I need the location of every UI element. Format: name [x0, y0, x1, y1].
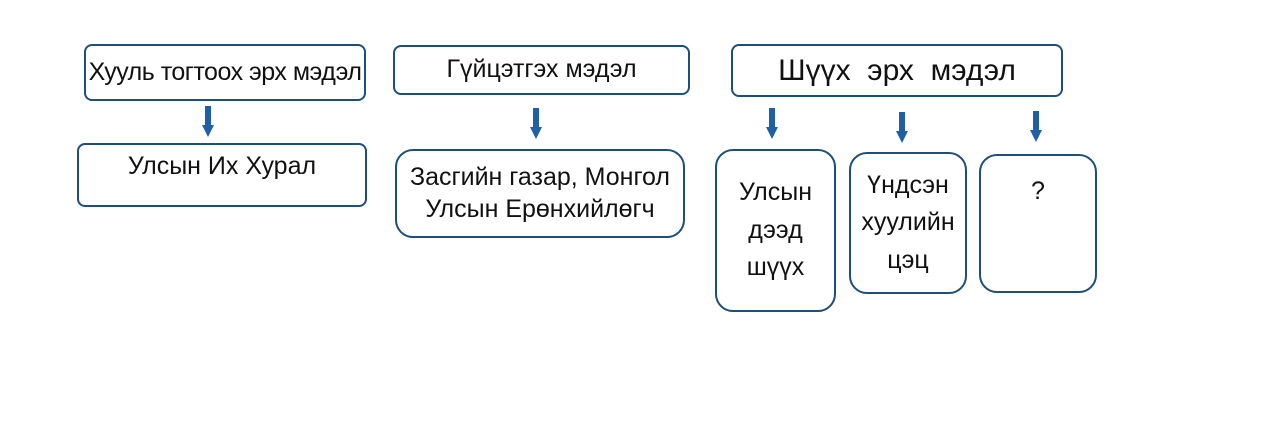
arrow-down-icon: [766, 108, 778, 140]
judicial-child-unknown-box: ?: [979, 154, 1097, 293]
legislative-child-label: Улсын Их Хурал: [127, 152, 317, 180]
arrow-down-icon: [202, 106, 214, 138]
supreme-court-line1: Улсын: [738, 178, 813, 207]
executive-header-label: Гүйцэтгэх мэдэл: [446, 55, 637, 84]
supreme-court-line3: шүүх: [746, 253, 805, 282]
judicial-header-box: Шүүх эрх мэдэл: [731, 44, 1063, 97]
legislative-header-label: Хууль тогтоох эрх мэдэл: [88, 57, 362, 86]
arrow-down-icon: [1030, 111, 1042, 143]
legislative-child-box: Улсын Их Хурал: [77, 143, 367, 207]
executive-child-label-line1: Засгийн газар, Монгол: [410, 163, 670, 192]
constitutional-court-line1: Үндсэн: [867, 170, 949, 199]
arrow-down-icon: [896, 112, 908, 144]
legislative-header-box: Хууль тогтоох эрх мэдэл: [84, 44, 366, 101]
executive-child-box: Засгийн газар, Монгол Улсын Ерөнхийлөгч: [395, 149, 685, 238]
judicial-child-supreme-court-box: Улсын дээд шүүх: [715, 149, 836, 312]
unknown-label: ?: [1031, 177, 1045, 205]
judicial-child-constitutional-court-box: Үндсэн хуулийн цэц: [849, 152, 967, 294]
constitutional-court-line2: хуулийн: [861, 208, 955, 237]
judicial-header-label: Шүүх эрх мэдэл: [778, 53, 1016, 87]
executive-header-box: Гүйцэтгэх мэдэл: [393, 45, 690, 95]
supreme-court-line2: дээд: [748, 215, 803, 244]
arrow-down-icon: [530, 108, 542, 140]
constitutional-court-line3: цэц: [887, 245, 929, 274]
executive-child-label-line2: Улсын Ерөнхийлөгч: [425, 194, 655, 223]
